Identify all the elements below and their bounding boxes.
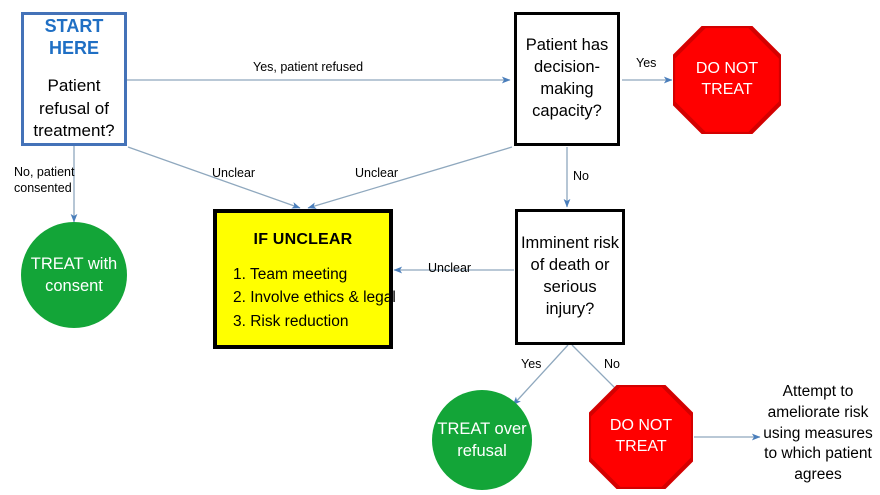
if-unclear-step-1: 1. Team meeting bbox=[233, 266, 348, 283]
decision-imminent-risk-label: Imminent risk of death or serious injury… bbox=[520, 234, 620, 318]
edge-label-capacity-to-stop: Yes bbox=[636, 56, 657, 70]
edge-label-start-to-unclear: Unclear bbox=[212, 166, 256, 180]
if-unclear-steps: 1. Team meeting 2. Involve ethics & lega… bbox=[233, 263, 396, 333]
octagon-icon bbox=[589, 385, 693, 489]
edge-capacity-to-if-unclear bbox=[307, 146, 513, 209]
node-ameliorate-note: Attempt to ameliorate risk using measure… bbox=[762, 368, 874, 495]
node-decision-imminent-risk[interactable]: Imminent risk of death or serious injury… bbox=[515, 209, 625, 345]
node-stop-do-not-treat-top[interactable]: DO NOT TREAT bbox=[673, 26, 781, 134]
node-treat-with-consent[interactable]: TREAT with consent bbox=[21, 222, 127, 328]
octagon-icon bbox=[673, 26, 781, 134]
edge-label-start-to-capacity: Yes, patient refused bbox=[253, 60, 364, 74]
decision-capacity-label: Patient has decision-making capacity? bbox=[525, 36, 609, 120]
treat-with-consent-label: TREAT with consent bbox=[30, 254, 118, 295]
treat-over-refusal-label: TREAT over refusal bbox=[437, 419, 527, 460]
edge-label-risk-to-unclear: Unclear bbox=[428, 261, 472, 275]
edge-imminent-risk-to-treat-over-refusal bbox=[512, 344, 569, 406]
edge-label-risk-to-stop: No bbox=[604, 357, 620, 371]
edge-label-capacity-to-risk: No bbox=[573, 169, 589, 183]
stop-top-label: DO NOT TREAT bbox=[695, 60, 759, 98]
start-node-label: Patient refusal of treatment? bbox=[33, 76, 115, 140]
edge-label-risk-to-treat: Yes bbox=[521, 357, 542, 371]
ameliorate-note-label: Attempt to ameliorate risk using measure… bbox=[763, 382, 873, 484]
node-start-patient-refusal[interactable]: START HERE Patient refusal of treatment? bbox=[21, 12, 127, 146]
start-here-kicker: START HERE bbox=[44, 16, 104, 58]
node-stop-do-not-treat-bottom[interactable]: DO NOT TREAT bbox=[589, 385, 693, 489]
node-treat-over-refusal[interactable]: TREAT over refusal bbox=[432, 390, 532, 490]
edge-label-start-to-treat: No, patient consented bbox=[14, 165, 75, 195]
edge-label-capacity-to-unclear: Unclear bbox=[355, 166, 399, 180]
if-unclear-step-2: 2. Involve ethics & legal bbox=[233, 289, 396, 307]
node-decision-capacity[interactable]: Patient has decision-making capacity? bbox=[514, 12, 620, 146]
stop-bottom-label: DO NOT TREAT bbox=[609, 417, 673, 455]
if-unclear-step-3: 3. Risk reduction bbox=[233, 312, 349, 330]
if-unclear-title: IF UNCLEAR bbox=[253, 231, 353, 248]
node-if-unclear[interactable]: IF UNCLEAR 1. Team meeting 2. Involve et… bbox=[213, 209, 396, 349]
